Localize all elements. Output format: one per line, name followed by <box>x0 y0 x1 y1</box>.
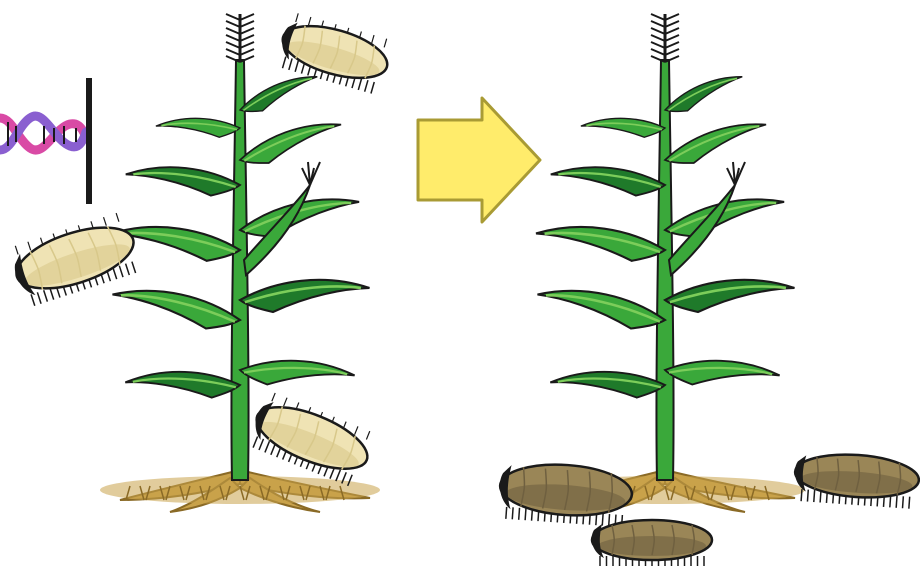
right-arrow-icon <box>418 98 540 222</box>
leaf <box>550 159 665 204</box>
dna-double-helix-icon <box>0 78 92 204</box>
tassel <box>226 14 254 62</box>
leaf <box>155 109 240 147</box>
leaf <box>661 74 747 115</box>
dead-larva <box>793 451 920 510</box>
leaf <box>538 291 666 329</box>
corn-ear <box>244 162 320 275</box>
leaf <box>664 271 795 322</box>
leaf <box>237 122 345 167</box>
leaf <box>239 271 370 322</box>
larva <box>245 390 377 489</box>
dead-larva <box>497 460 633 527</box>
leaf <box>536 221 666 267</box>
dead-larva <box>592 520 712 566</box>
leaf <box>236 74 322 115</box>
leaf <box>238 345 355 404</box>
leaf <box>125 159 240 204</box>
corn-plant-after <box>525 14 805 512</box>
leaf <box>113 291 241 329</box>
corn-ear <box>669 162 745 275</box>
leaf <box>662 122 770 167</box>
leaf <box>580 109 665 147</box>
leaf <box>550 360 667 412</box>
leaf <box>125 360 242 412</box>
leaf <box>663 345 780 404</box>
dna-bar <box>86 78 92 204</box>
tassel <box>651 14 679 62</box>
